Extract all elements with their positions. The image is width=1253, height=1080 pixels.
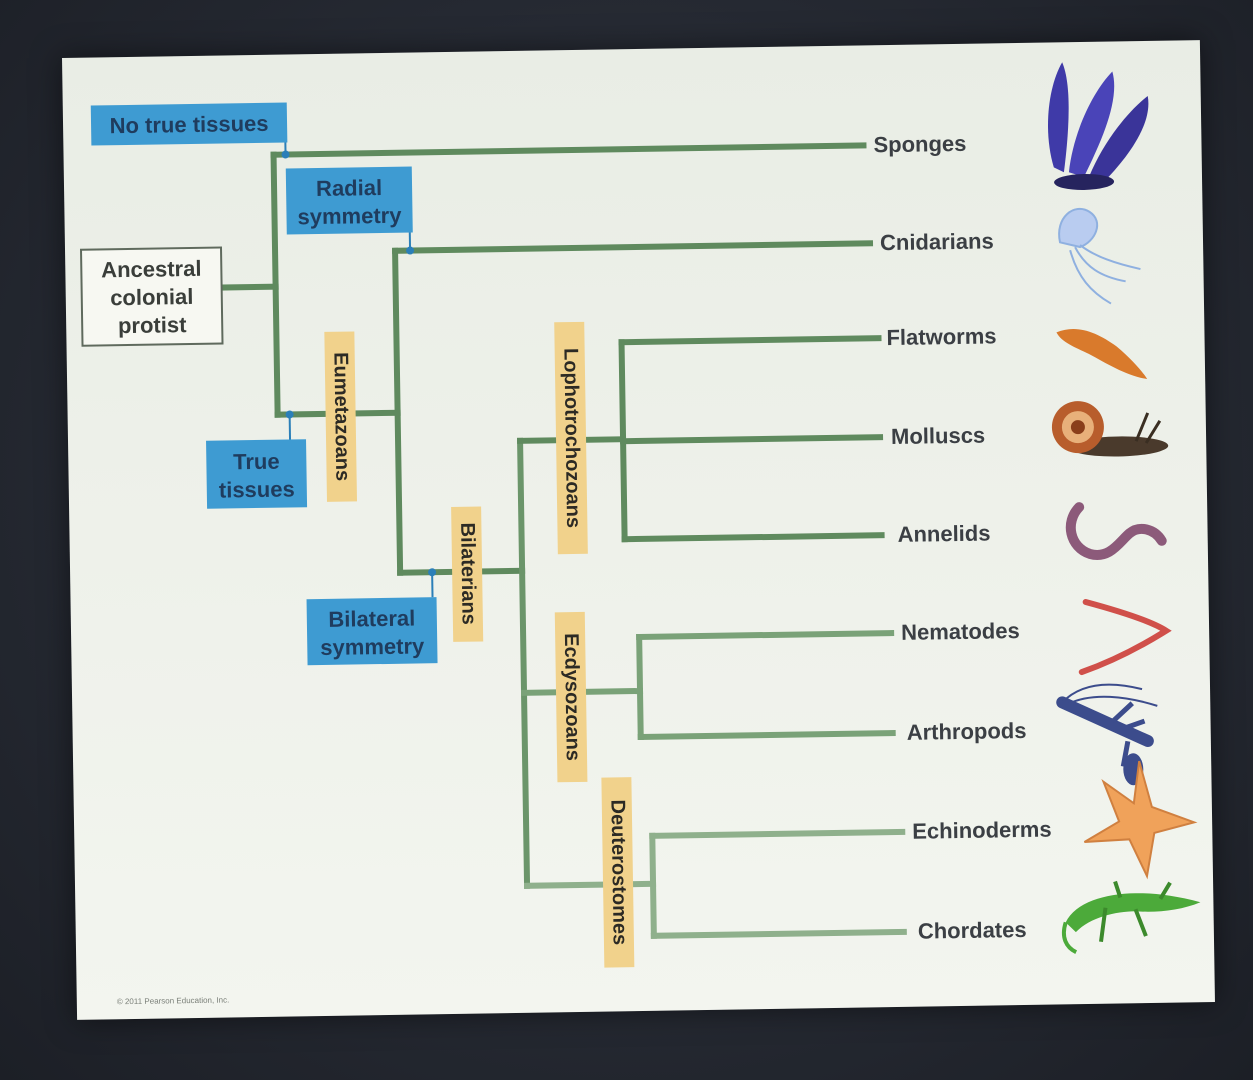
branch-root: [218, 283, 279, 291]
bilaterians-tag: Bilaterians: [451, 506, 484, 642]
copyright-notice: © 2011 Pearson Education, Inc.: [116, 995, 230, 1007]
lophotrochozoans-label: Lophotrochozoans: [559, 348, 584, 528]
no-true-tissues-box: No true tissues: [90, 102, 288, 146]
bilateral-line1: Bilateral: [328, 606, 415, 632]
no-true-tissues-label: No true tissues: [109, 111, 268, 138]
ancestral-line2: colonial: [110, 284, 194, 310]
taxon-labels: Sponges Cnidarians Flatworms Molluscs An…: [873, 131, 1052, 944]
starfish-icon: [1083, 760, 1198, 880]
taxon-echinoderms: Echinoderms: [912, 817, 1052, 844]
taxon-chordates: Chordates: [918, 917, 1027, 944]
flatworm-icon: [1056, 329, 1148, 379]
taxon-arthropods: Arthropods: [906, 718, 1026, 745]
deuterostomes-label: Deuterostomes: [606, 799, 630, 945]
ancestral-line3: protist: [118, 312, 187, 338]
earthworm-icon: [1065, 502, 1167, 560]
deuterostomes-tag: Deuterostomes: [601, 777, 635, 968]
eumetazoans-label: Eumetazoans: [329, 352, 353, 481]
snail-icon: [1051, 401, 1169, 457]
taxon-sponges: Sponges: [873, 131, 966, 157]
radial-symmetry-box: Radial symmetry: [285, 166, 413, 235]
ecdysozoans-label: Ecdysozoans: [560, 633, 584, 761]
nematode-icon: [1078, 598, 1172, 676]
eumetazoans-tag: Eumetazoans: [324, 331, 358, 502]
branch-bilaterian-split: [517, 437, 531, 889]
branch-ecdyso-split: [636, 633, 644, 741]
callout-lines: [284, 139, 434, 598]
true-tissues-box: True tissues: [206, 439, 308, 509]
branch-root-split: [270, 151, 281, 418]
branch-deutero-split: [649, 832, 657, 939]
bilateral-symmetry-box: Bilateral symmetry: [306, 597, 438, 666]
lizard-icon: [1061, 880, 1201, 954]
radial-label-line1: Radial: [316, 175, 382, 201]
phylogenetic-tree: No true tissues Radial symmetry Ancestra…: [79, 62, 1201, 968]
branch-arthropods: [637, 729, 896, 741]
branch-sponges: [270, 142, 867, 158]
taxon-cnidarians: Cnidarians: [880, 228, 994, 255]
bilaterians-label: Bilaterians: [456, 522, 480, 625]
taxon-nematodes: Nematodes: [901, 618, 1020, 645]
branch-molluscs: [620, 434, 884, 445]
branch-cnidarians: [392, 240, 874, 254]
true-tissues-line2: tissues: [219, 476, 295, 502]
jellyfish-icon: [1058, 207, 1141, 305]
radial-label-line2: symmetry: [297, 203, 402, 230]
branch-deuterostomes: [524, 880, 657, 889]
taxon-molluscs: Molluscs: [891, 423, 986, 449]
lophotrochozoans-tag: Lophotrochozoans: [554, 321, 588, 555]
monitor-screen: No true tissues Radial symmetry Ancestra…: [62, 40, 1215, 1020]
ancestral-protist-box: Ancestral colonial protist: [79, 246, 224, 347]
ancestral-line1: Ancestral: [101, 256, 202, 283]
branch-nematodes: [636, 630, 895, 641]
true-tissues-line1: True: [233, 449, 280, 475]
branch-flatworms: [618, 335, 882, 346]
branch-echinoderms: [649, 828, 906, 839]
branch-eumetazoan-split: [392, 247, 404, 576]
ecdysozoans-tag: Ecdysozoans: [554, 611, 588, 783]
lobster-icon: [1056, 683, 1158, 786]
taxon-annelids: Annelids: [897, 520, 990, 546]
branch-chordates: [650, 928, 907, 939]
branch-annelids: [621, 532, 885, 543]
sponge-icon: [1048, 62, 1149, 190]
bilateral-line2: symmetry: [320, 633, 425, 660]
taxon-flatworms: Flatworms: [886, 323, 996, 350]
